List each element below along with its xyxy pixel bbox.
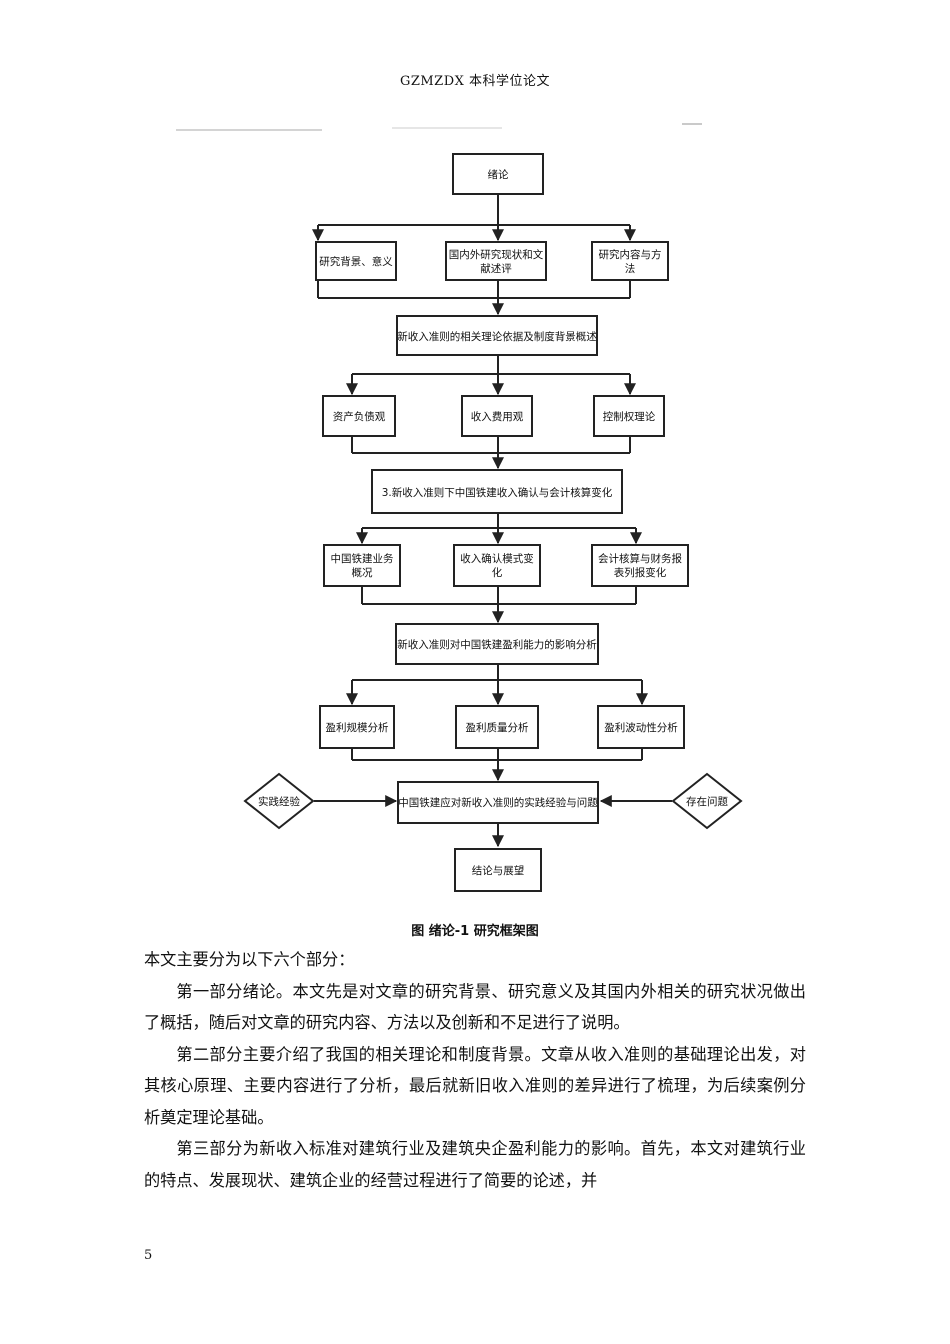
svg-text:化: 化 — [492, 566, 503, 579]
paragraph-1: 第一部分绪论。本文先是对文章的研究背景、研究意义及其国内外相关的研究状况做出了概… — [144, 981, 806, 1033]
node-conclusion: 结论与展望 — [454, 848, 542, 892]
svg-text:表列报变化: 表列报变化 — [614, 566, 667, 579]
svg-text:收入费用观: 收入费用观 — [471, 410, 524, 423]
node-review: 国内外研究现状和文 献述评 — [445, 241, 547, 281]
paragraph-2: 第二部分主要介绍了我国的相关理论和制度背景。文章从收入准则的基础理论出发，对其核… — [144, 1044, 806, 1127]
research-framework-figure: 绪论 研究背景、意义 国内外研究现状和文 献述评 研究内容与方 法 新收入准则的… — [172, 118, 832, 908]
svg-text:中国铁建业务: 中国铁建业务 — [331, 552, 394, 565]
node-quality: 盈利质量分析 — [455, 705, 539, 749]
svg-text:资产负债观: 资产负债观 — [333, 410, 386, 423]
node-scale: 盈利规模分析 — [319, 705, 395, 749]
node-theory: 新收入准则的相关理论依据及制度背景概述 — [396, 315, 598, 356]
svg-text:概况: 概况 — [352, 566, 373, 579]
node-impact: 新收入准则对中国铁建盈利能力的影响分析 — [395, 623, 599, 665]
node-problem: 存在问题 — [671, 772, 743, 830]
node-background: 研究背景、意义 — [315, 241, 397, 281]
svg-text:盈利规模分析: 盈利规模分析 — [326, 721, 389, 734]
page-header: GZMZDX 本科学位论文 — [399, 74, 551, 89]
svg-text:研究背景、意义: 研究背景、意义 — [319, 255, 393, 268]
svg-text:法: 法 — [625, 262, 636, 275]
svg-text:收入确认模式变: 收入确认模式变 — [460, 552, 534, 565]
svg-text:中国铁建应对新收入准则的实践经验与问题: 中国铁建应对新收入准则的实践经验与问题 — [398, 796, 598, 809]
svg-text:会计核算与财务报: 会计核算与财务报 — [598, 552, 682, 565]
node-control: 控制权理论 — [593, 395, 665, 437]
node-practice: 实践经验 — [243, 772, 315, 830]
svg-text:结论与展望: 结论与展望 — [472, 864, 525, 877]
figure-caption: 图 绪论-1 研究框架图 — [411, 924, 539, 939]
svg-text:新收入准则对中国铁建盈利能力的影响分析: 新收入准则对中国铁建盈利能力的影响分析 — [397, 638, 597, 651]
svg-text:实践经验: 实践经验 — [258, 795, 300, 808]
node-business: 中国铁建业务 概况 — [323, 544, 401, 587]
node-method: 研究内容与方 法 — [591, 241, 669, 281]
svg-text:盈利质量分析: 盈利质量分析 — [466, 721, 529, 734]
node-revenue: 收入费用观 — [461, 395, 533, 437]
svg-text:国内外研究现状和文: 国内外研究现状和文 — [449, 248, 544, 261]
node-asset: 资产负债观 — [322, 395, 396, 437]
paragraph-3: 第三部分为新收入标准对建筑行业及建筑央企盈利能力的影响。首先，本文对建筑行业的特… — [144, 1139, 806, 1190]
svg-text:新收入准则的相关理论依据及制度背景概述: 新收入准则的相关理论依据及制度背景概述 — [397, 330, 597, 343]
svg-text:3.新收入准则下中国铁建收入确认与会计核算变化: 3.新收入准则下中国铁建收入确认与会计核算变化 — [382, 486, 613, 499]
svg-text:研究内容与方: 研究内容与方 — [599, 248, 662, 261]
node-response: 中国铁建应对新收入准则的实践经验与问题 — [397, 781, 599, 824]
page-number: 5 — [144, 1248, 153, 1263]
svg-text:献述评: 献述评 — [480, 262, 512, 275]
node-accounting: 会计核算与财务报 表列报变化 — [591, 544, 689, 587]
svg-text:盈利波动性分析: 盈利波动性分析 — [604, 721, 678, 734]
node-change: 3.新收入准则下中国铁建收入确认与会计核算变化 — [371, 469, 623, 514]
svg-text:绪论: 绪论 — [488, 168, 509, 181]
body-text: 本文主要分为以下六个部分： 第一部分绪论。本文先是对文章的研究背景、研究意义及其… — [144, 944, 806, 1196]
node-volatility: 盈利波动性分析 — [597, 705, 685, 749]
node-mode: 收入确认模式变 化 — [453, 544, 541, 587]
node-intro: 绪论 — [452, 153, 544, 195]
intro-line: 本文主要分为以下六个部分： — [144, 950, 355, 969]
svg-text:控制权理论: 控制权理论 — [603, 410, 656, 423]
svg-text:存在问题: 存在问题 — [686, 795, 728, 808]
